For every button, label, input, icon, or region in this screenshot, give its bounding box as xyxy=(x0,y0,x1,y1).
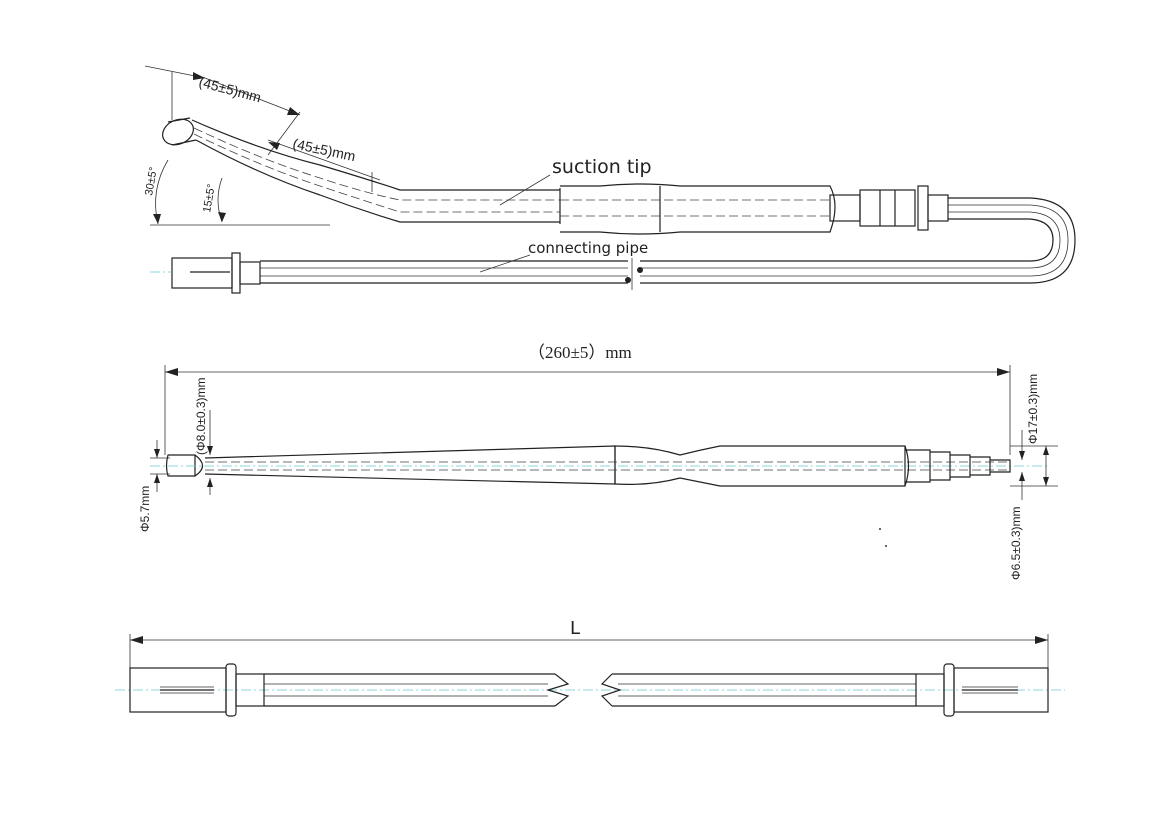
dim-end-inner: Φ6.5±0.3)mm xyxy=(1009,506,1023,580)
view-assembly: (45±5)mm (45±5)mm 30±5° 15±5° suction ti… xyxy=(143,65,1076,294)
dim-outer-length: (45±5)mm xyxy=(197,73,263,105)
label-connecting-pipe: connecting pipe xyxy=(528,239,648,257)
dim-tip-outer: Φ5.7mm xyxy=(138,486,152,532)
dim-angle-inner: 15±5° xyxy=(201,183,218,213)
view-connecting-pipe: L xyxy=(115,618,1065,717)
dim-length: L xyxy=(570,618,580,639)
dim-tip-inner: (Φ8.0±0.3)mm xyxy=(194,377,208,455)
dim-angle-outer: 30±5° xyxy=(143,166,160,196)
dim-end-outer: Φ17±0.3)mm xyxy=(1026,374,1040,444)
view-suction-tip: （260±5）mm Φ5.7mm (Φ8.0±0.3)mm xyxy=(138,343,1058,580)
dim-total-length: （260±5）mm xyxy=(528,343,632,362)
label-suction-tip: suction tip xyxy=(552,156,652,178)
